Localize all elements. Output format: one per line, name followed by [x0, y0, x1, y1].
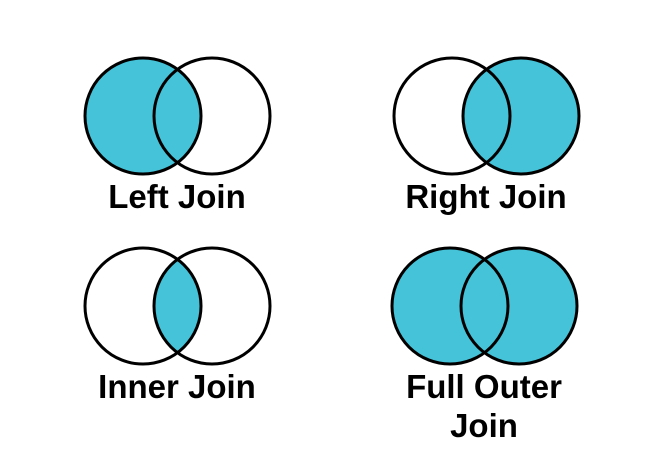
join-diagram-inner-join: Inner Join: [78, 244, 276, 406]
venn-left-join: [83, 56, 272, 176]
join-diagram-right-join: Right Join: [387, 54, 585, 216]
venn-left-circle-fill: [85, 58, 201, 174]
venn-intersection-fill: [154, 248, 201, 364]
venn-right-circle-outline: [459, 246, 579, 366]
join-label-inner-join: Inner Join: [98, 368, 256, 405]
join-label-left-join: Left Join: [108, 178, 246, 215]
venn-inner-join: [83, 246, 272, 366]
venn-right-circle-fill: [463, 58, 579, 174]
venn-right-circle-outline: [152, 56, 272, 176]
join-label-full-outer-join: Full Outer Join: [406, 368, 562, 444]
venn-right-circle-outline: [152, 246, 272, 366]
venn-left-circle-outline: [390, 246, 510, 366]
join-label-right-join: Right Join: [405, 178, 567, 215]
venn-right-circle-fill: [461, 248, 577, 364]
venn-left-circle-outline: [83, 56, 203, 176]
venn-right-join: [392, 56, 581, 176]
venn-left-circle-outline: [83, 246, 203, 366]
venn-full-outer-join: [390, 246, 579, 366]
join-diagram-left-join: Left Join: [78, 54, 276, 216]
join-diagram-full-outer-join: Full Outer Join: [385, 244, 583, 445]
venn-right-circle-outline: [461, 56, 581, 176]
venn-left-circle-outline: [392, 56, 512, 176]
